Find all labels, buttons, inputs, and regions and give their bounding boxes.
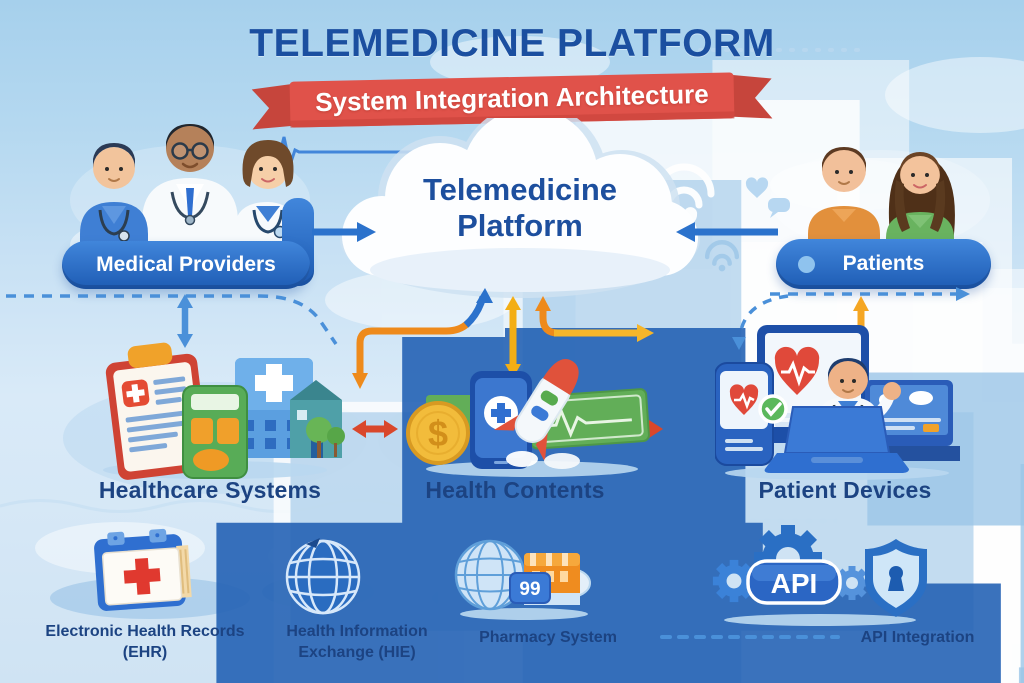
svg-text:99: 99 (519, 579, 540, 600)
label-ehr: Electronic Health Records (EHR) (45, 623, 245, 661)
rocket-capsule-icon (493, 359, 579, 462)
pill-shape-icon-2 (544, 453, 580, 469)
front-laptop-icon (764, 406, 909, 473)
medical-phone-icon (470, 371, 532, 469)
api-badge: API (746, 559, 842, 605)
hie-globe-icon (285, 538, 361, 615)
patients-banner-dot (798, 256, 815, 273)
healthcare-systems-icon (103, 342, 345, 480)
arrow-cloud-healthcare (352, 288, 493, 389)
pharmacy-globe-icon (454, 539, 526, 611)
svg-text:API: API (771, 568, 818, 599)
patients-banner: Patients (776, 239, 991, 289)
health-app-phone-icon (715, 362, 774, 466)
doctor-male-glasses-icon (142, 124, 238, 256)
label-patient-devices: Patient Devices (758, 477, 932, 503)
providers-banner: Medical Providers (62, 241, 310, 289)
arrow-providers-cloud (312, 222, 376, 242)
patient-devices-icon (715, 325, 960, 480)
arrow-healthcare-contents (352, 420, 398, 438)
api-integration-icon: API (712, 525, 927, 626)
hospital-building-icon (235, 358, 345, 458)
label-pharmacy: Pharmacy System (479, 629, 617, 646)
checkmark-badge-icon (758, 394, 788, 424)
providers-banner-label: Medical Providers (96, 253, 276, 276)
arrow-providers-healthcare (177, 294, 193, 348)
pharmacy-system-icon: 99 (454, 539, 591, 620)
page-title: TELEMEDICINE PLATFORM (249, 22, 775, 65)
health-contents-icon: $ (406, 359, 650, 477)
ehr-folder-icon (94, 528, 192, 611)
gear-icon-small (835, 566, 869, 600)
small-wifi-icon (704, 240, 740, 272)
arrow-patients-cloud (676, 222, 778, 242)
label-healthcare-systems: Healthcare Systems (98, 477, 322, 503)
label-api: API Integration (860, 629, 975, 646)
patients-banner-label: Patients (842, 252, 925, 275)
gear-icon (712, 559, 756, 603)
dashed-link-providers (6, 294, 338, 345)
dashed-link-devices (738, 294, 789, 337)
svg-text:$: $ (428, 413, 448, 454)
security-shield-icon (865, 539, 927, 617)
speech-bubble-icon (768, 198, 790, 218)
cloud-label: Telemedicine Platform (422, 172, 618, 243)
pharmacy-store-icon: 99 (509, 553, 580, 605)
label-hie: Health Information Exchange (HIE) (286, 623, 428, 661)
heart-decor-icon (745, 177, 769, 198)
dollar-coin-icon: $ (406, 401, 470, 465)
pill-shape-icon (506, 451, 538, 467)
label-health-contents: Health Contents (425, 477, 605, 503)
calculator-device-icon (182, 385, 248, 479)
arrow-contents-cloud-devices (535, 296, 654, 342)
platform-cloud-icon (340, 118, 700, 298)
